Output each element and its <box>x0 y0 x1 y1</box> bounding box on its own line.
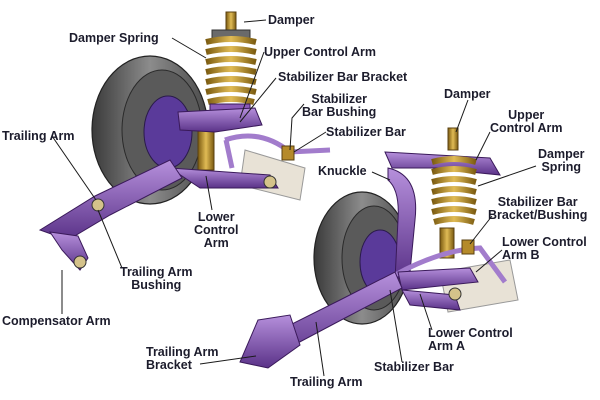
label-compensator-arm: Compensator Arm <box>2 314 111 328</box>
rear-upper-control-arm <box>177 107 263 133</box>
compensator-arm-shape <box>48 231 89 271</box>
label-trailing-arm-bracket: Trailing Arm Bracket <box>146 345 219 372</box>
front-trailing-arm <box>239 271 403 369</box>
label-stabilizer-bar-rear: Stabilizer Bar <box>326 125 406 139</box>
label-upper-control-arm-front: Upper Control Arm <box>490 108 563 135</box>
front-lower-control-arms <box>397 267 479 311</box>
label-trailing-arm-bushing: Trailing Arm Bushing <box>120 265 193 292</box>
label-trailing-arm-bottom: Trailing Arm <box>290 375 363 389</box>
leader-lines <box>51 19 537 377</box>
rear-damper-spring <box>197 11 257 171</box>
label-trailing-arm-left: Trailing Arm <box>2 129 75 143</box>
label-lower-control-arm-a: Lower Control Arm A <box>428 326 513 353</box>
label-lower-control-arm-b: Lower Control Arm B <box>502 235 587 262</box>
label-stabilizer-bar-bushing: Stabilizer Bar Bushing <box>302 92 377 119</box>
label-damper-rear: Damper <box>268 13 315 27</box>
rear-stabilizer-bar <box>223 133 331 169</box>
label-stabilizer-bar-front: Stabilizer Bar <box>374 360 454 374</box>
label-damper-spring-rear: Damper Spring <box>69 31 159 45</box>
label-stabilizer-bar-bracket-bushing: Stabilizer Bar Bracket/Bushing <box>488 195 588 222</box>
label-knuckle: Knuckle <box>318 164 367 178</box>
rear-lower-control-arm <box>168 167 279 189</box>
label-damper-front: Damper <box>444 87 491 101</box>
label-lower-control-arm-rear: Lower Control Arm <box>194 210 239 250</box>
front-damper-spring <box>431 127 477 259</box>
label-upper-control-arm-rear: Upper Control Arm <box>264 45 377 59</box>
label-damper-spring-front: Damper Spring <box>538 147 585 174</box>
label-stabilizer-bar-bracket: Stabilizer Bar Bracket <box>278 70 408 84</box>
